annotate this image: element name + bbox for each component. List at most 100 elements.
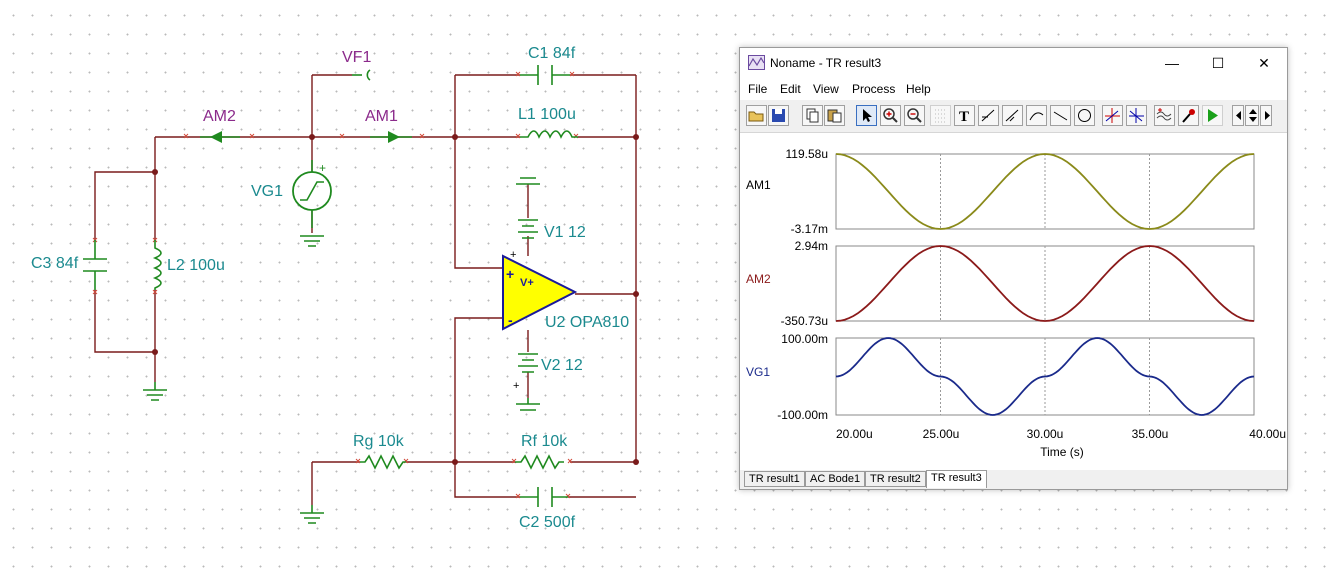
voltage-probe-vf1[interactable] [352,69,371,81]
label-vf1: VF1 [342,49,371,66]
label-rf: Rf 10k [521,433,568,450]
result-tabs: TR result1 AC Bode1 TR result2 TR result… [740,470,1287,489]
scroll-left-button[interactable] [1232,105,1244,126]
scroll-updown-button[interactable] [1245,105,1259,126]
menu-process[interactable]: Process [852,82,896,96]
cursor-line-icon [981,109,995,122]
ylabel-am1: AM1 [746,178,771,192]
v2-plus-sign: + [513,380,519,392]
cursor-line-icon [1005,109,1019,122]
save-button[interactable] [768,105,789,126]
label-am1: AM1 [365,108,398,125]
label-c1: C1 84f [528,45,576,62]
arrow-updown-icon [1249,109,1257,122]
cursor-b-button[interactable] [1002,105,1023,126]
close-button[interactable]: ✕ [1258,55,1270,71]
plot-area[interactable]: AM1 AM2 VG1 119.58u -3.17m 2.94m -350.73… [740,133,1287,470]
text-icon: T [959,109,969,124]
menu-edit[interactable]: Edit [780,82,801,96]
cursor-a-button[interactable] [978,105,999,126]
folder-icon [748,111,764,122]
maximize-button[interactable]: ☐ [1211,55,1225,71]
paste-icon [827,109,842,123]
grid-button[interactable] [930,105,951,126]
label-v1: V1 12 [544,224,586,241]
battery-v1[interactable] [518,219,538,239]
label-c2: C2 500f [519,514,576,531]
ytick-am1-min: -3.17m [791,222,828,236]
tab-tr-result3[interactable]: TR result3 [926,470,987,488]
transient-plot[interactable]: AM1 AM2 VG1 119.58u -3.17m 2.94m -350.73… [740,133,1287,470]
title-bar[interactable]: Noname - TR result3 — ☐ ✕ [740,48,1287,78]
v1-plus-sign: + [510,249,516,261]
curve-am2[interactable] [835,245,1255,322]
inductor-l2[interactable] [152,240,162,290]
arrow-left-icon [1236,111,1241,120]
menu-file[interactable]: File [748,82,768,96]
select-tool-button[interactable] [856,105,877,126]
ground-symbols [143,177,540,524]
battery-v2[interactable] [518,353,538,373]
run-button[interactable] [1202,105,1223,126]
line-icon [1053,111,1068,121]
label-u2: U2 OPA810 [545,314,629,331]
crosshair-b-icon [1129,108,1144,123]
label-c3: C3 84f [31,255,79,272]
opamp-u2[interactable] [502,254,578,331]
probe-button[interactable] [1178,105,1199,126]
curve-am1[interactable] [835,153,1255,230]
app-icon [748,55,765,70]
menu-help[interactable]: Help [906,82,931,96]
tab-tr-result2[interactable]: TR result2 [865,471,926,487]
ytick-vg1-min: -100.00m [777,408,828,422]
tab-tr-result1[interactable]: TR result1 [744,471,805,487]
curve-tool-button[interactable] [1026,105,1047,126]
circuit-schematic[interactable]: VF1 AM2 AM1 C1 84f L1 100u VG1 C3 84f L2… [0,0,735,570]
plot-curves[interactable] [835,153,1255,416]
menu-bar: File Edit View Process Help [740,78,1287,100]
cursor-a-marker-button[interactable] [1102,105,1123,126]
line-tool-button[interactable] [1050,105,1071,126]
ammeter-am1[interactable] [370,131,412,143]
open-button[interactable] [746,105,767,126]
label-rg: Rg 10k [353,433,405,450]
copy-button[interactable] [802,105,823,126]
label-l1: L1 100u [518,106,576,123]
toolbar: T [740,100,1287,133]
scroll-right-button[interactable] [1260,105,1272,126]
vg1-plus-sign: + [319,161,326,175]
ytick-am1-max: 119.58u [786,147,829,161]
ytick-am2-max: 2.94m [795,239,828,253]
cursor-b-marker-button[interactable] [1126,105,1147,126]
minimize-button[interactable]: — [1165,55,1179,71]
arrow-right-icon [1265,111,1270,120]
xtick-1: 25.00u [923,427,960,441]
curve-vg1[interactable] [835,337,1255,416]
zoom-out-button[interactable] [904,105,925,126]
inductor-l1[interactable] [520,130,578,139]
copy-icon [806,108,819,123]
capacitor-c3[interactable] [83,240,107,290]
paste-button[interactable] [824,105,845,126]
signal-generator-vg1[interactable] [292,160,332,247]
add-trace-button[interactable] [1154,105,1175,126]
menu-view[interactable]: View [813,82,839,96]
xtick-3: 35.00u [1132,427,1169,441]
junction-dots [152,134,639,465]
tr-result-window[interactable]: Noname - TR result3 — ☐ ✕ File Edit View… [739,47,1288,490]
waves-icon [1156,108,1172,121]
window-title: Noname - TR result3 [770,56,882,70]
zoom-in-button[interactable] [880,105,901,126]
resistor-rg[interactable] [360,454,406,470]
xtick-4: 40.00u [1249,427,1286,441]
text-tool-button[interactable]: T [954,105,975,126]
play-icon [1208,109,1218,122]
capacitor-c2[interactable] [520,487,568,507]
svg-text:T: T [959,109,969,124]
circle-tool-button[interactable] [1074,105,1095,126]
circle-icon [1078,109,1091,122]
ammeter-am2[interactable] [200,131,240,143]
capacitor-c1[interactable] [520,65,570,85]
resistor-rf[interactable] [515,454,564,470]
tab-ac-bode1[interactable]: AC Bode1 [805,471,866,487]
